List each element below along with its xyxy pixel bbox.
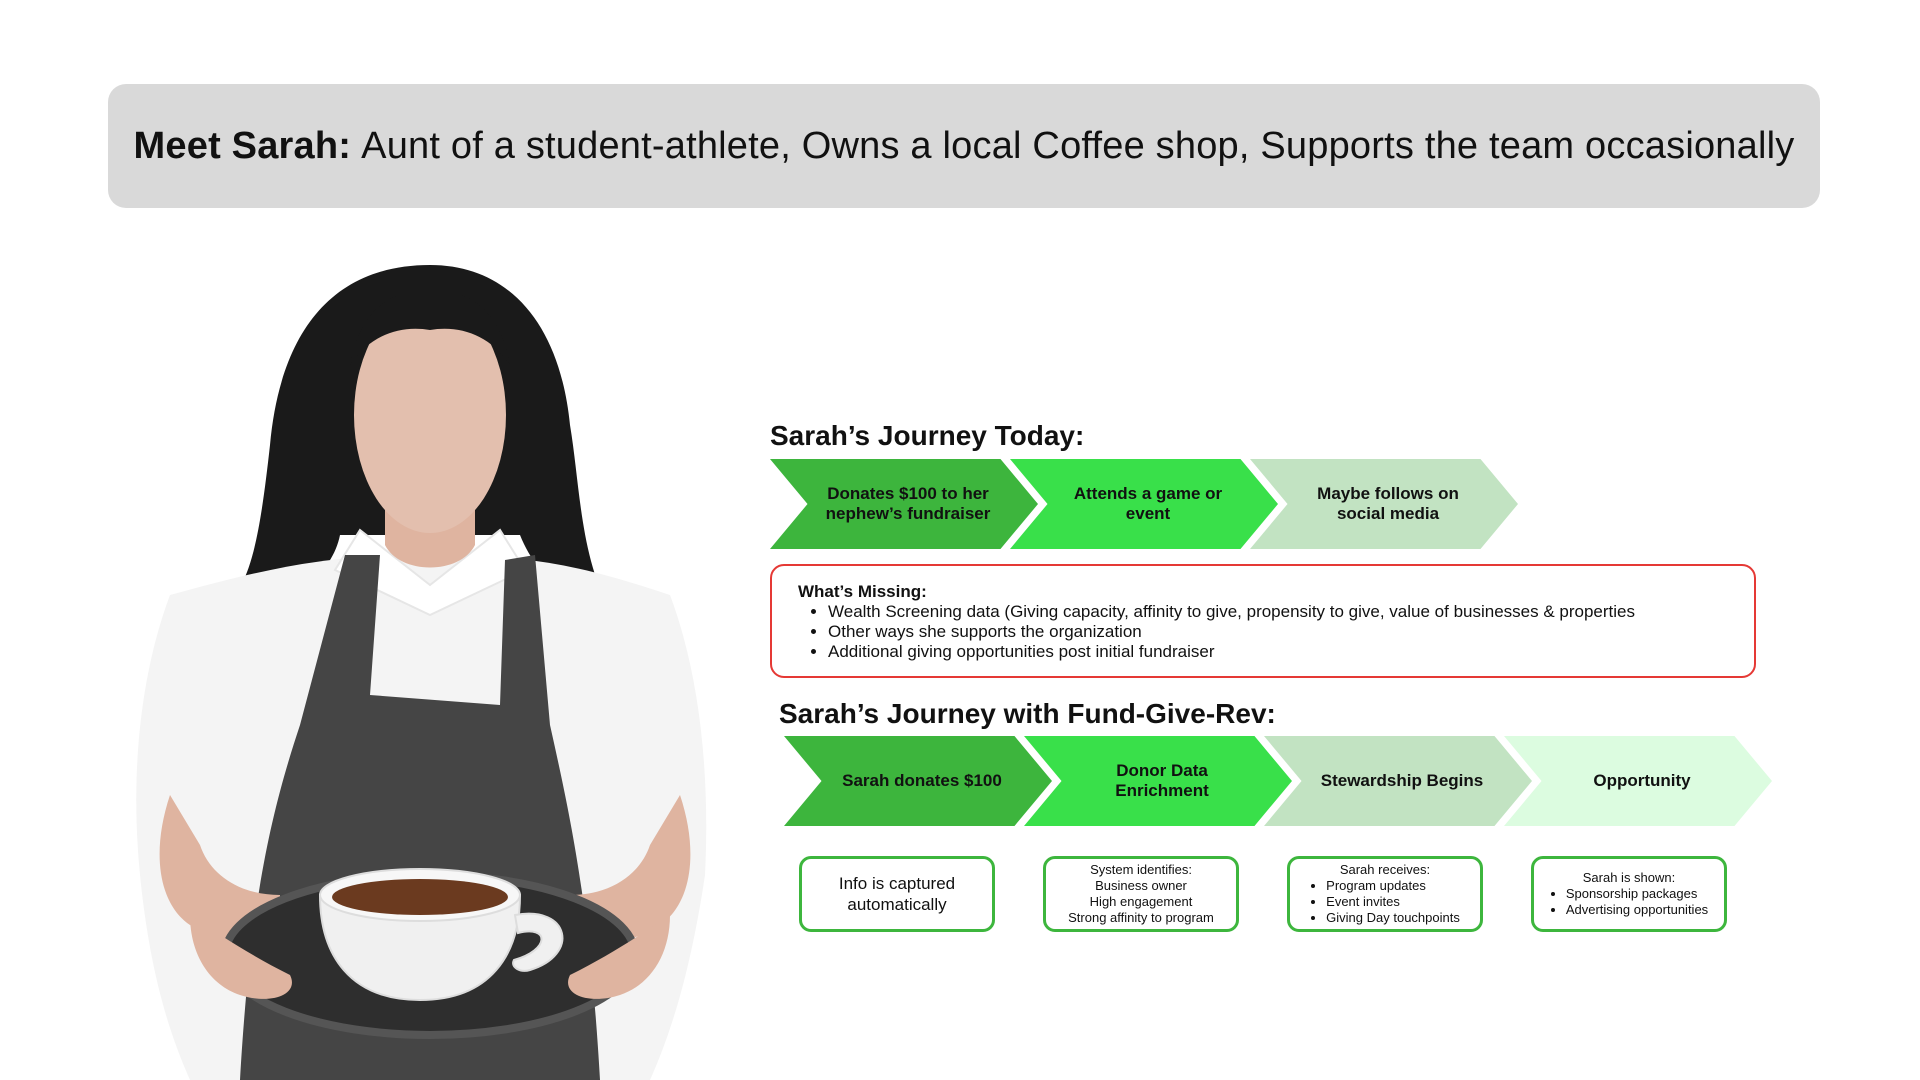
detail-heading: System identifies: [1090,862,1192,877]
detail-line: Business owner [1095,878,1187,893]
detail-sarah-shown: Sarah is shown: Sponsorship packages Adv… [1531,856,1727,932]
missing-item: Other ways she supports the organization [828,622,1728,642]
detail-sarah-receives: Sarah receives: Program updates Event in… [1287,856,1483,932]
detail-heading: Sarah is shown: [1582,870,1676,885]
banner-label: Meet Sarah: [133,124,352,167]
today-step-donates: Donates $100 to her nephew’s fundraiser [770,459,1038,549]
missing-item: Additional giving opportunities post ini… [828,642,1728,662]
missing-item: Wealth Screening data (Giving capacity, … [828,602,1728,622]
face-shape [354,297,506,533]
future-step-enrichment: Donor Data Enrichment [1024,736,1292,826]
right-hand-shape [568,915,670,999]
journey-future-title: Sarah’s Journey with Fund-Give-Rev: [779,698,1276,729]
coffee-cup-icon [318,868,564,1002]
intro-banner: Meet Sarah: Aunt of a student-athlete, O… [108,84,1820,208]
detail-list-item: Event invites [1326,894,1460,910]
detail-line: Strong affinity to program [1068,910,1214,925]
journey-today-title: Sarah’s Journey Today: [770,420,1085,451]
journey-today-steps: Donates $100 to her nephew’s fundraiser … [770,459,1530,549]
today-step-follows: Maybe follows on social media [1250,459,1518,549]
whats-missing-heading: What’s Missing: [798,582,927,601]
whats-missing-box: What’s Missing: Wealth Screening data (G… [770,564,1756,678]
future-step-opportunity: Opportunity [1504,736,1772,826]
detail-list-item: Program updates [1326,878,1460,894]
detail-list: Sponsorship packages Advertising opportu… [1550,886,1708,918]
left-arm-shape [159,795,280,942]
detail-info-captured-text: Info is captured automatically [838,874,956,914]
detail-system-identifies: System identifies: Business owner High e… [1043,856,1239,932]
detail-list-item: Sponsorship packages [1566,886,1708,902]
detail-heading: Sarah receives: [1339,862,1431,877]
detail-list-item: Giving Day touchpoints [1326,910,1460,926]
today-step-attends: Attends a game or event [1010,459,1278,549]
right-arm-shape [570,795,691,942]
whats-missing-list: Wealth Screening data (Giving capacity, … [798,602,1728,662]
hair-front-shape [350,292,510,365]
future-step-donates: Sarah donates $100 [784,736,1052,826]
banner-text: Aunt of a student-athlete, Owns a local … [361,124,1795,167]
left-hand-shape [190,915,292,999]
journey-future-steps: Sarah donates $100 Donor Data Enrichment… [784,736,1784,826]
detail-list: Program updates Event invites Giving Day… [1310,878,1460,926]
detail-info-captured: Info is captured automatically [799,856,995,932]
barista-woman-illustration [136,265,707,1080]
future-step-stewardship: Stewardship Begins [1264,736,1532,826]
detail-line: High engagement [1089,894,1193,909]
detail-list-item: Advertising opportunities [1566,902,1708,918]
